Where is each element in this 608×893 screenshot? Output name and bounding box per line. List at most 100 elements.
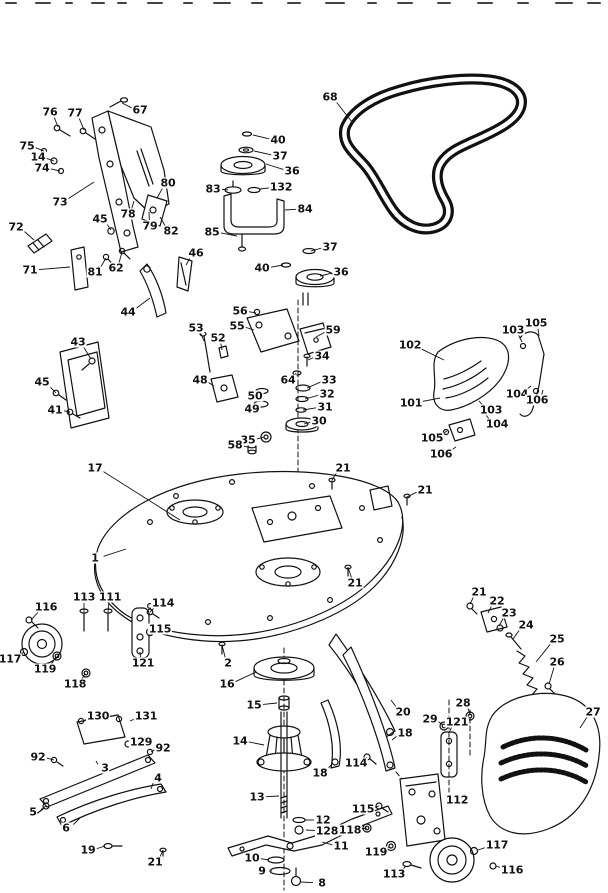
part-callout-26: 26: [548, 655, 566, 669]
part-callout-131: 131: [133, 709, 159, 723]
mandrel-assembly: [227, 647, 393, 891]
part-callout-35: 35: [239, 433, 257, 447]
leader-line-1: [103, 548, 127, 557]
part-callout-13: 13: [248, 790, 266, 804]
part-callout-6: 6: [61, 821, 71, 835]
part-callout-45: 45: [33, 375, 51, 389]
part-callout-2: 2: [223, 656, 233, 670]
leader-line-20: [390, 699, 398, 709]
part-callout-118: 118: [337, 823, 363, 837]
part-callout-75: 75: [18, 139, 36, 153]
idler-pulley-mid-assembly: [280, 247, 335, 306]
part-callout-81: 81: [86, 265, 104, 279]
leader-line-29: [437, 721, 444, 726]
part-callout-101: 101: [398, 396, 424, 410]
part-callout-4: 4: [153, 771, 163, 785]
part-callout-20: 20: [394, 705, 412, 719]
leader-line-71: [38, 266, 71, 270]
leader-line-33: [306, 381, 321, 389]
part-callout-92: 92: [29, 750, 47, 764]
part-callout-36: 36: [332, 265, 350, 279]
part-callout-21: 21: [346, 576, 364, 590]
leader-line-53: [200, 332, 205, 342]
part-callout-29: 29: [421, 712, 439, 726]
part-callout-105: 105: [419, 431, 445, 445]
part-callout-76: 76: [41, 105, 59, 119]
leader-line-55: [245, 326, 255, 331]
leader-line-34: [307, 357, 314, 361]
discharge-deflector-assembly: [433, 331, 545, 442]
leader-line-106: [541, 389, 544, 395]
part-callout-5: 5: [28, 805, 38, 819]
part-callout-19: 19: [79, 843, 97, 857]
part-callout-49: 49: [243, 402, 261, 416]
part-callout-48: 48: [191, 373, 209, 387]
leader-line-28: [467, 707, 471, 715]
part-callout-30: 30: [310, 414, 328, 428]
part-callout-114: 114: [343, 756, 369, 770]
leader-line-85: [220, 232, 238, 237]
part-callout-84: 84: [296, 202, 314, 216]
part-callout-45: 45: [91, 212, 109, 226]
leader-line-27: [579, 716, 588, 729]
leader-line-75: [35, 147, 45, 152]
part-callout-64: 64: [279, 373, 297, 387]
leader-line-105: [537, 328, 540, 337]
leader-line-30: [303, 421, 311, 425]
part-callout-68: 68: [321, 90, 339, 104]
leader-line-121: [139, 651, 142, 658]
leader-line-102: [418, 347, 445, 361]
part-callout-10: 10: [243, 851, 261, 865]
part-callout-21: 21: [416, 483, 434, 497]
part-callout-37: 37: [321, 240, 339, 254]
part-callout-71: 71: [21, 263, 39, 277]
part-callout-55: 55: [228, 319, 246, 333]
part-callout-53: 53: [187, 321, 205, 335]
leader-line-14: [248, 741, 265, 746]
part-callout-113: 113: [381, 867, 407, 881]
part-callout-118: 118: [62, 677, 88, 691]
part-callout-132: 132: [268, 180, 294, 194]
height-adjuster-bracket-assembly: [27, 97, 193, 318]
mower-deck-housing: [94, 470, 411, 655]
part-callout-37: 37: [271, 149, 289, 163]
part-callout-25: 25: [548, 632, 566, 646]
part-callout-14: 14: [29, 150, 47, 164]
leader-line-15: [262, 702, 278, 705]
part-callout-58: 58: [226, 438, 244, 452]
leader-line-68: [335, 101, 353, 123]
leader-line-26: [548, 667, 555, 685]
part-callout-21: 21: [470, 585, 488, 599]
leader-line-19: [96, 845, 106, 850]
part-callout-121: 121: [444, 715, 470, 729]
leader-line-32: [304, 394, 319, 400]
gauge-wheel-right-assembly: [362, 773, 497, 883]
part-callout-41: 41: [46, 403, 64, 417]
part-callout-15: 15: [245, 698, 263, 712]
part-callout-40: 40: [269, 133, 287, 147]
leader-line-14: [46, 158, 55, 162]
leader-line-21: [347, 566, 352, 578]
part-callout-102: 102: [397, 338, 423, 352]
leader-line-35: [256, 436, 265, 440]
part-callout-104: 104: [504, 387, 530, 401]
part-callout-17: 17: [86, 461, 104, 475]
part-callout-78: 78: [119, 207, 137, 221]
part-callout-115: 115: [147, 622, 173, 636]
idler-spring-and-cover: [465, 602, 601, 835]
part-callout-85: 85: [203, 225, 221, 239]
leader-line-21: [331, 472, 338, 481]
part-callout-105: 105: [523, 316, 549, 330]
part-callout-24: 24: [517, 618, 535, 632]
leader-line-24: [512, 629, 521, 640]
part-callout-40: 40: [253, 261, 271, 275]
part-callout-114: 114: [150, 596, 176, 610]
leader-line-84: [284, 208, 297, 211]
part-callout-43: 43: [69, 335, 87, 349]
leader-line-58: [243, 445, 252, 449]
idler-pulley-top-assembly: [220, 131, 285, 252]
part-callout-129: 129: [128, 735, 154, 749]
